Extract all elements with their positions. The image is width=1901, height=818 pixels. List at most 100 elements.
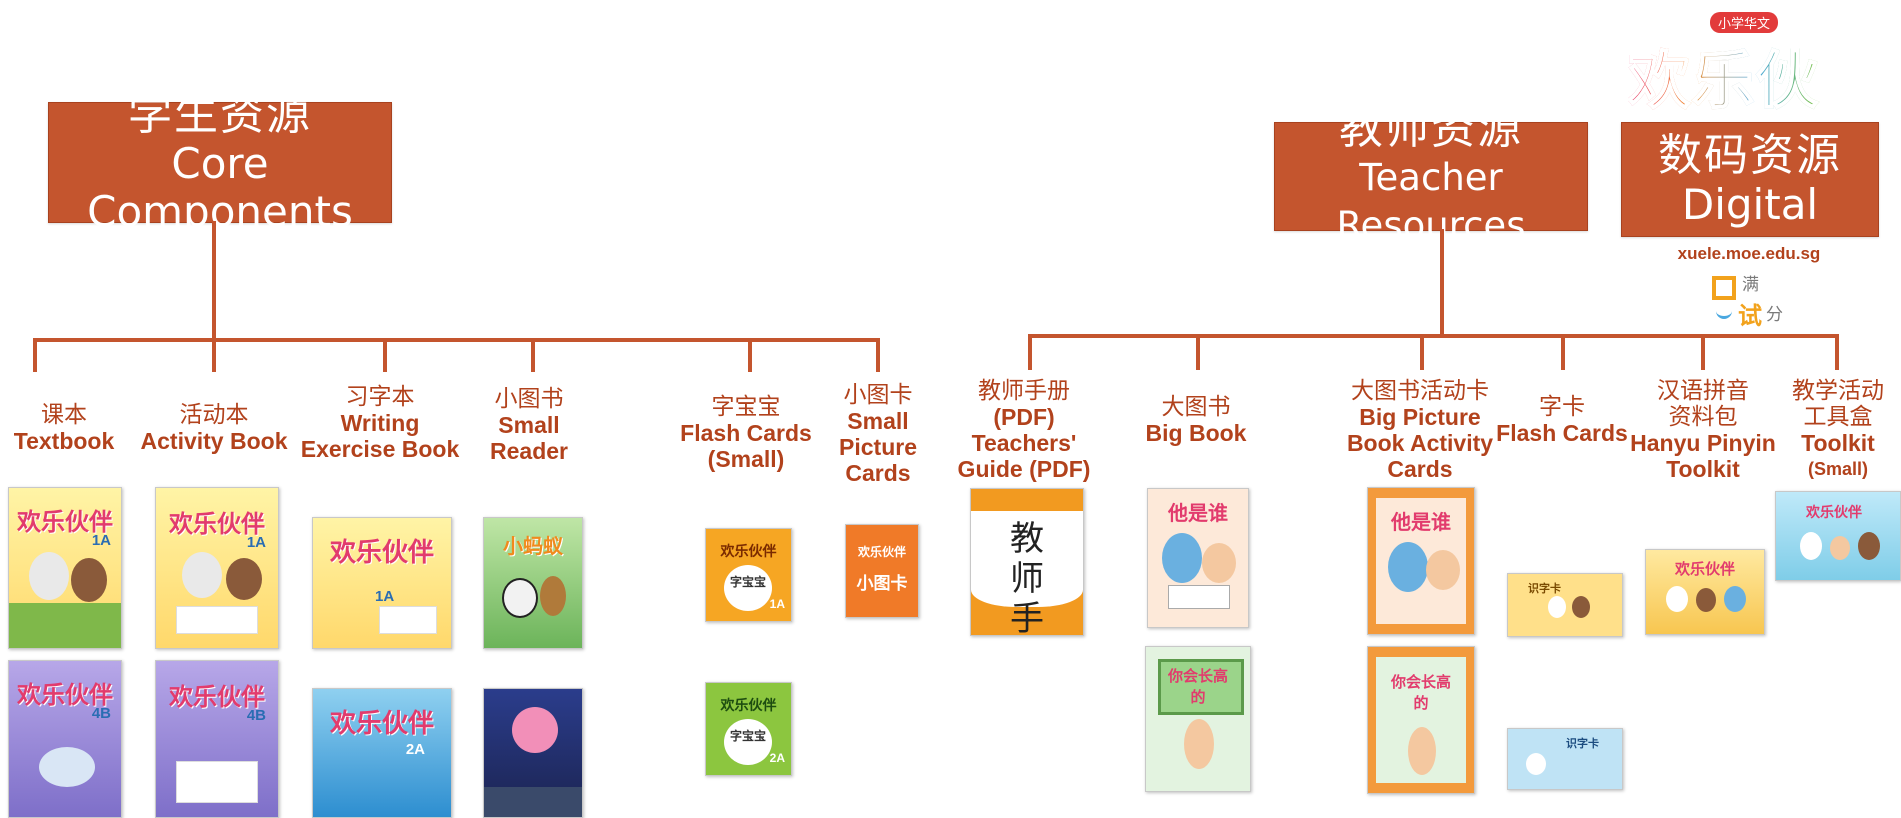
cover-activity-book-4b[interactable]: 欢乐伙伴 4B — [155, 660, 279, 818]
label-teachers-guide: 教师手册 (PDF) Teachers' Guide (PDF) — [958, 378, 1091, 482]
label-bpbac-en-2: Book Activity — [1346, 430, 1494, 456]
cover-title: 欢乐伙伴 — [169, 510, 265, 538]
label-tguide-en-3: Guide (PDF) — [957, 456, 1091, 482]
label-textbook: 课本 Textbook — [14, 402, 115, 454]
header-core-en: Core Components — [87, 138, 353, 236]
cover-writing-book-2a[interactable]: 欢乐伙伴 2A — [312, 688, 452, 818]
label-textbook-en: Textbook — [13, 428, 115, 454]
label-toolkit-small: 教学活动 工具盒 Toolkit (Small) — [1792, 378, 1884, 482]
header-digital: 数码资源 Digital — [1621, 122, 1879, 237]
app-icon: 满 试 分 — [1712, 270, 1792, 330]
cover-big-text: 字宝宝 — [729, 729, 766, 743]
label-bigbook-zh: 大图书 — [1161, 394, 1231, 420]
header-digital-en: Digital — [1681, 179, 1819, 229]
cover-title: 欢乐伙伴 — [17, 681, 113, 709]
character-illustration — [1162, 533, 1202, 583]
cover-title: 欢乐伙伴 — [169, 683, 265, 711]
core-drop-reader — [531, 338, 535, 372]
label-reader-en-2: Reader — [490, 438, 568, 464]
cover-code: 1A — [246, 534, 266, 551]
app-char-1: 满 — [1742, 275, 1759, 295]
label-picture-small-en-3: Cards — [845, 460, 911, 486]
cover-title: 欢乐伙伴 — [329, 538, 434, 568]
cover-code: 2A — [769, 751, 785, 765]
label-activity-en: Activity Book — [140, 428, 288, 454]
label-flash-small-zh: 字宝宝 — [711, 394, 781, 420]
character-illustration — [1426, 550, 1460, 590]
cover-title: 他是谁 — [1391, 510, 1451, 534]
cover-writing-book-1a[interactable]: 欢乐伙伴 1A — [312, 517, 452, 649]
teacher-drop-pinyin — [1701, 334, 1705, 370]
cover-activity-cards-2[interactable]: 你会长高的 — [1367, 646, 1475, 794]
cover-toolkit-small[interactable]: 欢乐伙伴 — [1775, 491, 1901, 581]
core-drop-flash-small — [748, 338, 752, 372]
label-writing-zh: 习字本 — [345, 384, 415, 410]
label-bigbook-en: Big Book — [1145, 420, 1247, 446]
cover-small-reader-2[interactable] — [483, 688, 583, 818]
label-flash-en: Flash Cards — [1496, 420, 1628, 446]
cover-big-book-1[interactable]: 他是谁 — [1147, 488, 1249, 628]
cover-title: 欢乐伙伴 — [857, 545, 906, 559]
cover-title: 他是谁 — [1168, 501, 1228, 525]
character-illustration — [1526, 753, 1546, 775]
cover-title: 你会长高的 — [1167, 667, 1228, 706]
label-pinyin-en-2: Toolkit — [1666, 456, 1740, 482]
cover-flash-cards-small-1a[interactable]: 欢乐伙伴 字宝宝 1A — [705, 528, 792, 622]
label-flash-cards-small: 字宝宝 Flash Cards (Small) — [680, 394, 812, 472]
flash-card-center — [724, 719, 772, 765]
cover-title: 欢乐伙伴 — [1806, 505, 1862, 521]
cover-title: 你会长高的 — [1390, 673, 1451, 712]
cover-hanyu-pinyin-toolkit[interactable]: 欢乐伙伴 — [1645, 549, 1765, 635]
label-bpbac-en-1: Big Picture — [1359, 404, 1481, 430]
character-illustration — [71, 558, 107, 602]
cover-activity-book-1a[interactable]: 欢乐伙伴 1A — [155, 487, 279, 649]
cover-title: 识字卡 — [1528, 582, 1561, 595]
label-pinyin-zh-1: 汉语拼音 — [1656, 378, 1749, 404]
cover-code: 2A — [405, 741, 425, 758]
label-reader-en-1: Small — [498, 412, 560, 438]
cover-code: 1A — [91, 532, 111, 549]
flash-card-center — [724, 565, 772, 611]
label-activity-zh: 活动本 — [179, 402, 249, 428]
cover-activity-cards-1[interactable]: 他是谁 — [1367, 487, 1475, 635]
cover-small-reader-1[interactable]: 小蚂蚁 — [483, 517, 583, 649]
name-lines — [176, 761, 258, 803]
label-tguide-en-2: Teachers' — [971, 430, 1077, 456]
label-pinyin-zh-2: 资料包 — [1668, 404, 1738, 430]
label-picture-small-en-1: Small — [847, 408, 909, 434]
label-toolkit-zh-1: 教学活动 — [1792, 378, 1884, 404]
label-writing-en-1: Writing — [340, 410, 420, 436]
city-illustration — [484, 787, 582, 817]
core-trunk-line — [212, 221, 216, 341]
core-drop-picture-small — [876, 338, 880, 372]
label-reader-zh: 小图书 — [494, 386, 564, 412]
label-tguide-en-1: (PDF) — [993, 404, 1055, 430]
label-big-book: 大图书 Big Book — [1146, 394, 1247, 446]
cover-title: 欢乐伙伴 — [1674, 560, 1735, 578]
cover-textbook-1a[interactable]: 欢乐伙伴 1A — [8, 487, 122, 649]
label-textbook-zh: 课本 — [41, 402, 87, 428]
app-char-3: 分 — [1766, 305, 1783, 325]
label-flash-cards: 字卡 Flash Cards — [1496, 394, 1628, 446]
cover-flash-cards-1[interactable]: 识字卡 — [1507, 573, 1623, 637]
cover-teachers-guide[interactable]: 教师手册 — [970, 488, 1084, 636]
character-illustration — [1202, 543, 1236, 583]
teacher-trunk-line — [1440, 229, 1444, 335]
cover-small-picture-cards[interactable]: 欢乐伙伴 小图卡 — [845, 524, 919, 618]
teacher-drop-guide — [1028, 334, 1032, 370]
digital-url[interactable]: xuele.moe.edu.sg — [1677, 244, 1821, 263]
label-bpbac-zh: 大图书活动卡 — [1351, 378, 1489, 404]
teacher-bus-line — [1028, 334, 1839, 338]
cover-big-book-2[interactable]: 你会长高的 — [1145, 646, 1251, 792]
cover-big-text: 教师手册 — [1010, 519, 1044, 636]
logo-badge: 小学华文 — [1710, 12, 1779, 33]
character-illustration — [1724, 586, 1746, 612]
character-illustration — [182, 552, 222, 598]
book-illustration — [1168, 585, 1230, 609]
label-flash-small-en-2: (Small) — [707, 446, 785, 472]
cover-textbook-4b[interactable]: 欢乐伙伴 4B — [8, 660, 122, 818]
cover-flash-cards-2[interactable]: 识字卡 — [1507, 728, 1623, 790]
cover-title: 欢乐伙伴 — [720, 544, 777, 560]
cover-flash-cards-small-2a[interactable]: 欢乐伙伴 字宝宝 2A — [705, 682, 792, 776]
character-illustration — [1408, 727, 1436, 775]
